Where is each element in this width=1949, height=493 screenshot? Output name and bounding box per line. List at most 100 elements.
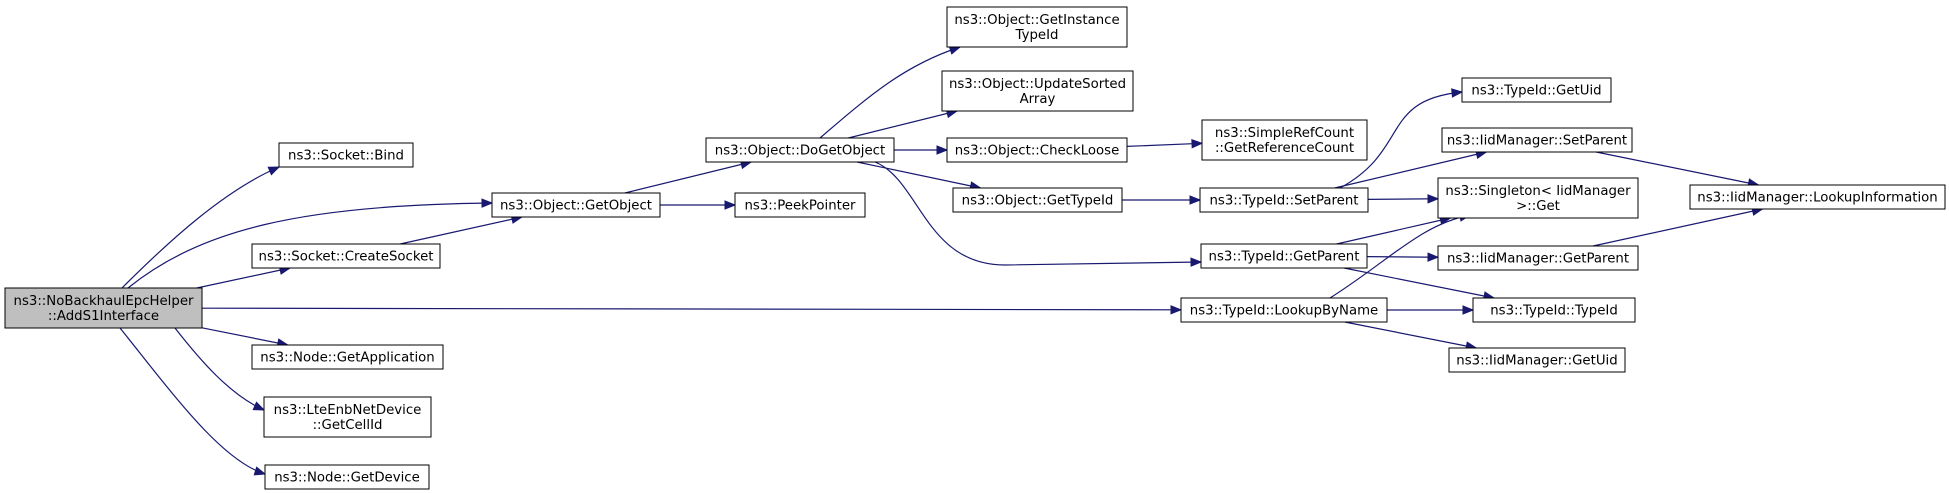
node-root[interactable]: ns3::NoBackhaulEpcHelper::AddS1Interface xyxy=(4,287,203,329)
node-singleton_get[interactable]: ns3::Singleton< IidManager>::Get xyxy=(1437,177,1639,219)
node-dogetobject[interactable]: ns3::Object::DoGetObject xyxy=(705,137,895,163)
edge-dogetobject-to-typeid_getparent xyxy=(874,161,1203,267)
node-label: ::GetReferenceCount xyxy=(1215,141,1354,156)
node-box xyxy=(251,243,441,269)
node-lookupbyname[interactable]: ns3::TypeId::LookupByName xyxy=(1180,297,1388,323)
edge-root-to-getobject xyxy=(127,198,494,289)
node-typeid_getuid[interactable]: ns3::TypeId::GetUid xyxy=(1461,77,1612,103)
node-typeid_typeid[interactable]: ns3::TypeId::TypeId xyxy=(1472,297,1636,323)
node-createsocket[interactable]: ns3::Socket::CreateSocket xyxy=(251,243,441,269)
node-label: ns3::TypeId::GetParent xyxy=(1209,250,1360,265)
node-label: Array xyxy=(1020,92,1056,107)
node-label: ns3::Object::GetObject xyxy=(500,199,652,214)
node-getapplication[interactable]: ns3::Node::GetApplication xyxy=(251,344,444,370)
edge-root-to-getdevice xyxy=(119,327,267,476)
node-box xyxy=(251,344,444,370)
edge-root-to-createsocket xyxy=(196,265,292,289)
edge-root-to-bind xyxy=(121,166,281,289)
edge-createsocket-to-getobject xyxy=(399,214,524,245)
node-getdevice[interactable]: ns3::Node::GetDevice xyxy=(264,464,430,490)
edge-dogetobject-to-gettypeid xyxy=(856,161,982,191)
node-iid_getparent[interactable]: ns3::IidManager::GetParent xyxy=(1437,245,1639,271)
node-box xyxy=(705,137,895,163)
node-box xyxy=(1201,119,1368,161)
node-box xyxy=(491,192,661,218)
node-label: ns3::Object::GetInstance xyxy=(954,13,1119,28)
node-box xyxy=(1180,297,1388,323)
node-label: ns3::SimpleRefCount xyxy=(1215,126,1354,141)
node-box xyxy=(263,396,432,438)
node-label: ns3::IidManager::SetParent xyxy=(1447,134,1627,149)
node-checkloose[interactable]: ns3::Object::CheckLoose xyxy=(946,137,1128,163)
node-label: ns3::IidManager::GetUid xyxy=(1456,354,1617,369)
node-label: ns3::Node::GetApplication xyxy=(260,351,434,366)
node-label: ns3::Socket::Bind xyxy=(288,149,404,164)
edge-setparent-to-singleton_get xyxy=(1367,194,1440,204)
node-box xyxy=(1461,77,1612,103)
nodes-layer: ns3::NoBackhaulEpcHelper::AddS1Interface… xyxy=(4,6,1946,490)
edge-getobject-to-peekpointer xyxy=(660,200,737,210)
node-box xyxy=(1199,187,1369,213)
edge-checkloose-to-getreferencecount xyxy=(1126,139,1204,149)
node-gettypeid[interactable]: ns3::Object::GetTypeId xyxy=(952,187,1123,213)
node-box xyxy=(264,464,430,490)
node-label: ::GetCellId xyxy=(313,418,383,433)
node-box xyxy=(941,70,1134,112)
node-label: ns3::Object::GetTypeId xyxy=(962,194,1114,209)
node-label: ns3::NoBackhaulEpcHelper xyxy=(14,294,194,309)
node-iid_getuid[interactable]: ns3::IidManager::GetUid xyxy=(1448,347,1626,373)
node-box xyxy=(946,6,1128,48)
node-box xyxy=(952,187,1123,213)
node-getobject[interactable]: ns3::Object::GetObject xyxy=(491,192,661,218)
node-label: ns3::IidManager::GetParent xyxy=(1447,252,1629,267)
edge-root-to-getcellid xyxy=(174,327,266,411)
node-label: >::Get xyxy=(1516,199,1560,214)
node-box xyxy=(278,142,414,168)
edge-lookupbyname-to-typeid_typeid xyxy=(1387,305,1475,315)
node-typeid_getparent[interactable]: ns3::TypeId::GetParent xyxy=(1200,243,1368,269)
node-box xyxy=(1689,184,1946,210)
node-box xyxy=(946,137,1128,163)
edges-layer xyxy=(119,45,1764,476)
edge-dogetobject-to-getinstancetypeid xyxy=(819,45,962,139)
node-getcellid[interactable]: ns3::LteEnbNetDevice::GetCellId xyxy=(263,396,432,438)
node-label: ns3::PeekPointer xyxy=(744,199,856,214)
node-box xyxy=(1448,347,1626,373)
node-label: ::AddS1Interface xyxy=(48,309,159,324)
node-peekpointer[interactable]: ns3::PeekPointer xyxy=(734,192,866,218)
edge-lookupbyname-to-iid_getuid xyxy=(1344,321,1478,351)
node-box xyxy=(1472,297,1636,323)
node-label: ns3::Node::GetDevice xyxy=(274,471,420,486)
node-box xyxy=(1441,127,1633,153)
node-label: ns3::Object::UpdateSorted xyxy=(949,77,1126,92)
edge-typeid_getparent-to-iid_getparent xyxy=(1366,252,1440,262)
node-iid_setparent[interactable]: ns3::IidManager::SetParent xyxy=(1441,127,1633,153)
node-box xyxy=(1200,243,1368,269)
edge-dogetobject-to-updatesortedarray xyxy=(848,108,959,139)
node-getreferencecount[interactable]: ns3::SimpleRefCount::GetReferenceCount xyxy=(1201,119,1368,161)
node-label: ns3::TypeId::TypeId xyxy=(1490,304,1618,319)
node-label: TypeId xyxy=(1015,28,1059,43)
edge-getobject-to-dogetobject xyxy=(624,159,753,194)
edge-root-to-getapplication xyxy=(201,327,290,348)
edge-setparent-to-typeid_getuid xyxy=(1339,88,1464,189)
node-box xyxy=(4,287,203,329)
node-label: ns3::LteEnbNetDevice xyxy=(274,403,422,418)
node-box xyxy=(734,192,866,218)
node-label: ns3::TypeId::LookupByName xyxy=(1190,304,1378,319)
node-label: ns3::Object::CheckLoose xyxy=(955,144,1120,159)
node-label: ns3::Object::DoGetObject xyxy=(715,144,885,159)
node-label: ns3::IidManager::LookupInformation xyxy=(1697,191,1937,206)
node-label: ns3::Singleton< IidManager xyxy=(1445,184,1631,199)
node-label: ns3::TypeId::GetUid xyxy=(1471,84,1601,99)
node-box xyxy=(1437,245,1639,271)
edge-typeid_getparent-to-singleton_get xyxy=(1336,215,1452,245)
node-setparent[interactable]: ns3::TypeId::SetParent xyxy=(1199,187,1369,213)
node-lookupinformation[interactable]: ns3::IidManager::LookupInformation xyxy=(1689,184,1946,210)
edge-dogetobject-to-checkloose xyxy=(894,145,949,155)
node-label: ns3::TypeId::SetParent xyxy=(1209,194,1358,209)
node-box xyxy=(1437,177,1639,219)
node-bind[interactable]: ns3::Socket::Bind xyxy=(278,142,414,168)
